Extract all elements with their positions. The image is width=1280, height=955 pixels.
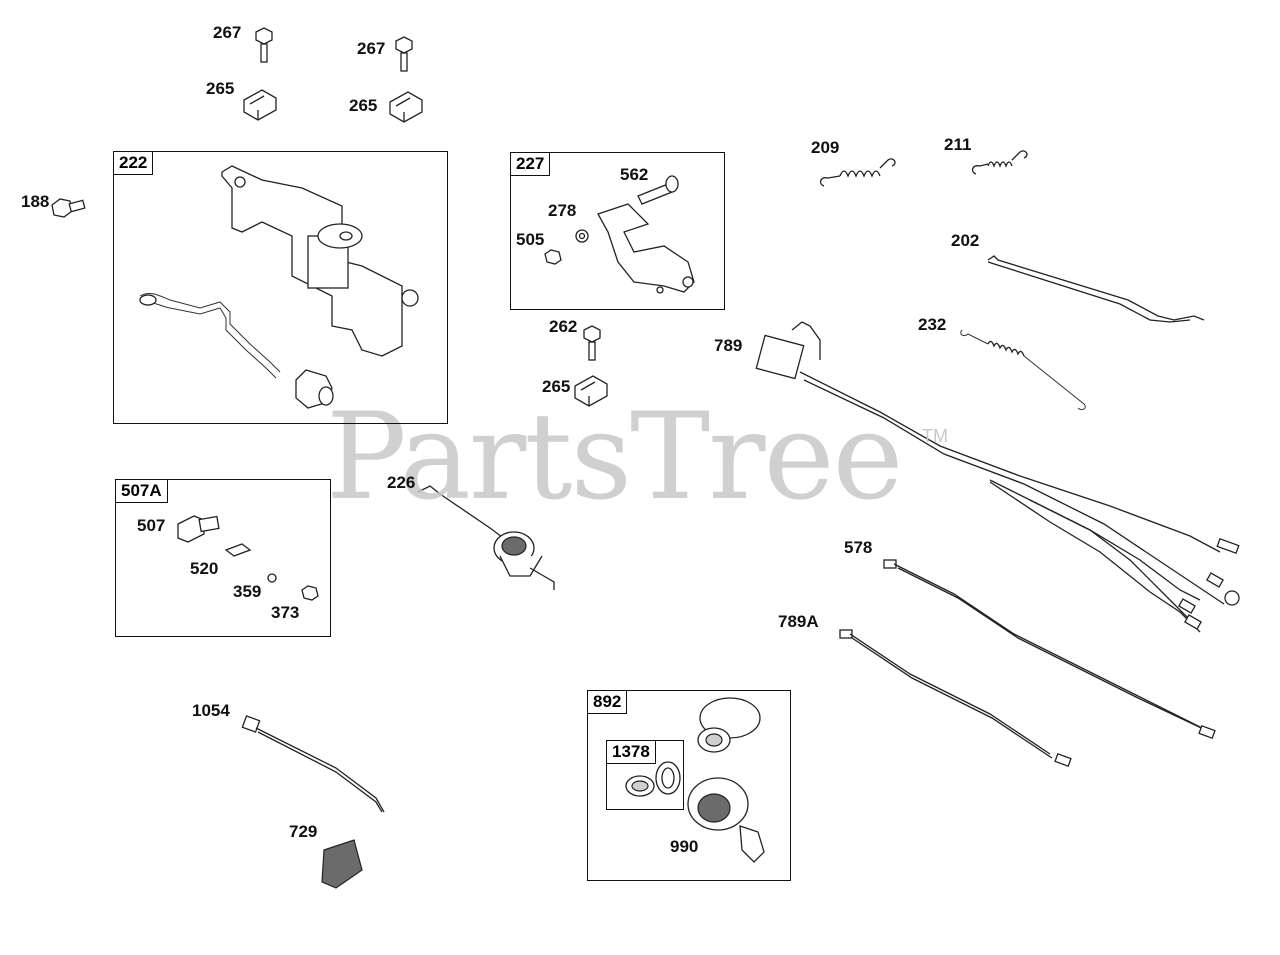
part-label-1054: 1054 [192,701,230,720]
pin-562-icon [637,175,679,205]
wire-789A-icon [839,629,1072,767]
part-label-278: 278 [548,201,577,220]
wire-harness-789-icon [755,321,1240,633]
part-label-211: 211 [944,135,972,154]
part-label-507: 507 [137,516,166,535]
part-label-267b: 267 [357,39,386,58]
bracket-227-icon [597,203,695,294]
ignition-switch-892-icon [687,697,765,863]
part-label-359: 359 [233,582,262,601]
part-label-562: 562 [620,165,649,184]
part-label-520: 520 [190,559,219,578]
part-label-265a: 265 [206,79,235,98]
box-222: 222 [113,151,448,424]
wire-578-icon [883,559,1216,739]
part-label-373: 373 [271,603,300,622]
box-1378-label: 1378 [606,740,656,764]
control-226-icon [417,485,555,590]
part-label-226: 226 [387,473,416,492]
box-892: 892 [587,690,791,881]
bolt-267a-icon [255,27,273,63]
part-label-262: 262 [549,317,578,336]
spring-232-icon [960,329,1086,411]
bolt-267b-icon [395,36,413,72]
spring-209-icon [819,158,896,187]
part-label-232: 232 [918,315,947,334]
clip-265c-icon [574,375,608,407]
clip-265b-icon [389,91,423,123]
cable-tie-1054-icon [241,715,385,813]
clip-265a-icon [243,89,277,121]
box-1378: 1378 [606,740,684,810]
box-222-label: 222 [113,151,154,175]
part-label-188: 188 [21,192,50,211]
watermark-trademark: TM [922,426,948,446]
washer-359-icon [267,573,277,583]
part-label-789A: 789A [778,612,819,631]
nut-washer-1378-icon [625,761,681,797]
nut-373-icon [301,585,319,601]
part-label-505: 505 [516,230,545,249]
box-227-label: 227 [510,152,551,176]
spring-211-icon [971,150,1028,175]
bolt-188-icon [51,198,86,218]
box-507A-label: 507A [115,479,168,503]
nut-505-icon [544,249,562,265]
box-507A: 507A [115,479,331,637]
rod-202-icon [987,255,1205,321]
bracket-520-icon [224,543,252,557]
part-label-789: 789 [714,336,743,355]
governor-bracket-222-icon [139,165,419,409]
part-label-209: 209 [811,138,840,157]
part-label-267a: 267 [213,23,242,42]
box-892-label: 892 [587,690,628,714]
part-label-265b: 265 [349,96,378,115]
part-label-578: 578 [844,538,873,557]
part-label-265c: 265 [542,377,571,396]
switch-507-icon [177,515,220,543]
part-label-202: 202 [951,231,980,250]
cap-729-icon [321,839,363,889]
part-label-729: 729 [289,822,318,841]
watermark-text: PartsTree [326,388,903,527]
part-label-990: 990 [670,837,699,856]
bolt-262-icon [583,325,601,361]
box-227: 227 [510,152,725,310]
